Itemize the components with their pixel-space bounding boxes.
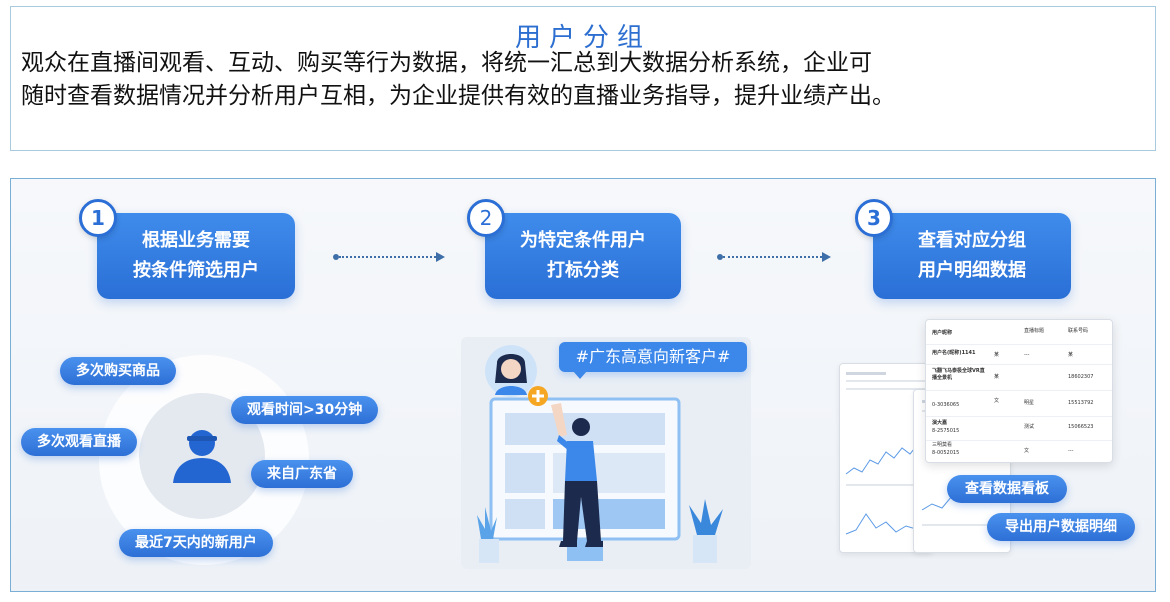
- arrow-step-1-to-2: [333, 252, 445, 262]
- filter-tag-multiple-purchases: 多次购买商品: [60, 357, 176, 385]
- table-cell: 用户名(昵称)1141: [932, 350, 976, 356]
- step-2-line-2: 打标分类: [547, 260, 619, 281]
- table-cell: 8-2575015: [932, 428, 960, 434]
- page-title: 用户分组: [514, 23, 651, 53]
- table-row: 0-3036065 文 明星 15513792: [926, 390, 1112, 417]
- table-cell: 18602307: [1068, 374, 1094, 380]
- page-description: 观众在直播间观看、互动、购买等行为数据，将统一汇总到大数据分析系统，企业可 随时…: [21, 47, 1061, 113]
- step-3-line-2: 用户明细数据: [918, 260, 1026, 281]
- table-cell: 文: [1024, 448, 1030, 454]
- arrow-step-2-to-3: [717, 252, 831, 262]
- user-silhouette-icon: [173, 430, 231, 483]
- woman-figure-icon: [551, 403, 603, 547]
- view-dashboard-button[interactable]: 查看数据看板: [947, 475, 1067, 503]
- user-detail-table-preview: 用户昵称 直播标题 联系号码 用户名(昵称)1141 某 --- 某 飞翻飞马泰…: [925, 319, 1113, 463]
- step-2-line-1: 为特定条件用户: [520, 230, 646, 251]
- step-2-card: 为特定条件用户 打标分类: [485, 213, 681, 299]
- dashboard-chart-left: [845, 372, 927, 535]
- step-3-line-1: 查看对应分组: [918, 230, 1026, 251]
- step-1-line-1: 根据业务需要: [142, 230, 250, 251]
- description-line-2: 随时查看数据情况并分析用户互相，为企业提供有效的直播业务指导，提升业绩产出。: [21, 83, 895, 109]
- table-cell: 飞翻飞马泰极全球VR直播全景机: [932, 368, 985, 381]
- user-label-tag: #广东高意向新客户#: [559, 342, 747, 379]
- table-header-cell: 直播标题: [1024, 328, 1045, 334]
- table-header-cell: 用户昵称: [932, 330, 953, 336]
- table-cell: ---: [1024, 352, 1030, 358]
- table-cell: ---: [1068, 448, 1074, 454]
- table-cell: 某: [994, 374, 1000, 380]
- table-row: 三明莫看 8-0052015 文 ---: [926, 440, 1112, 462]
- step-3-card: 查看对应分组 用户明细数据: [873, 213, 1071, 299]
- step-1-line-2: 按条件筛选用户: [133, 260, 259, 281]
- table-cell: 演大嘉: [932, 420, 948, 426]
- table-cell: 0-3036065: [932, 402, 960, 408]
- table-header-row: 用户昵称 直播标题 联系号码: [926, 320, 1112, 345]
- process-diagram: 根据业务需要 按条件筛选用户 1 为特定条件用户 打标分类 2 查看对应分组 用…: [10, 178, 1156, 592]
- table-cell: 某: [1068, 352, 1074, 358]
- table-cell: 某: [994, 352, 1000, 358]
- table-cell: 测试: [1024, 424, 1035, 430]
- plus-icon: [528, 386, 548, 406]
- step-1-card: 根据业务需要 按条件筛选用户: [97, 213, 295, 299]
- table-cell: 明星: [1024, 400, 1035, 406]
- filter-tag-new-users-7-days: 最近7天内的新用户: [119, 529, 273, 557]
- table-cell: 15513792: [1068, 400, 1094, 406]
- export-user-details-button[interactable]: 导出用户数据明细: [987, 513, 1135, 541]
- table-row: 用户名(昵称)1141 某 --- 某: [926, 344, 1112, 365]
- filter-tag-watch-time: 观看时间>30分钟: [231, 396, 379, 424]
- table-cell: 三明莫看: [932, 442, 953, 448]
- table-header-cell: 联系号码: [1068, 328, 1089, 334]
- header-panel: 用户分组 观众在直播间观看、互动、购买等行为数据，将统一汇总到大数据分析系统，企…: [10, 6, 1156, 151]
- avatar-icon: [485, 345, 537, 397]
- description-line-1: 观众在直播间观看、互动、购买等行为数据，将统一汇总到大数据分析系统，企业可: [21, 50, 872, 76]
- step-2-number-badge: 2: [467, 199, 505, 237]
- step-3-number-badge: 3: [855, 199, 893, 237]
- table-row: 演大嘉 8-2575015 测试 15066523: [926, 416, 1112, 441]
- filter-tag-multiple-views: 多次观看直播: [21, 428, 137, 456]
- table-row: 飞翻飞马泰极全球VR直播全景机 某 18602307: [926, 364, 1112, 391]
- table-cell: 15066523: [1068, 424, 1094, 430]
- table-cell: 文: [994, 398, 1000, 404]
- filter-tag-from-guangdong: 来自广东省: [251, 460, 353, 488]
- table-cell: 8-0052015: [932, 450, 960, 456]
- step-1-number-badge: 1: [79, 199, 117, 237]
